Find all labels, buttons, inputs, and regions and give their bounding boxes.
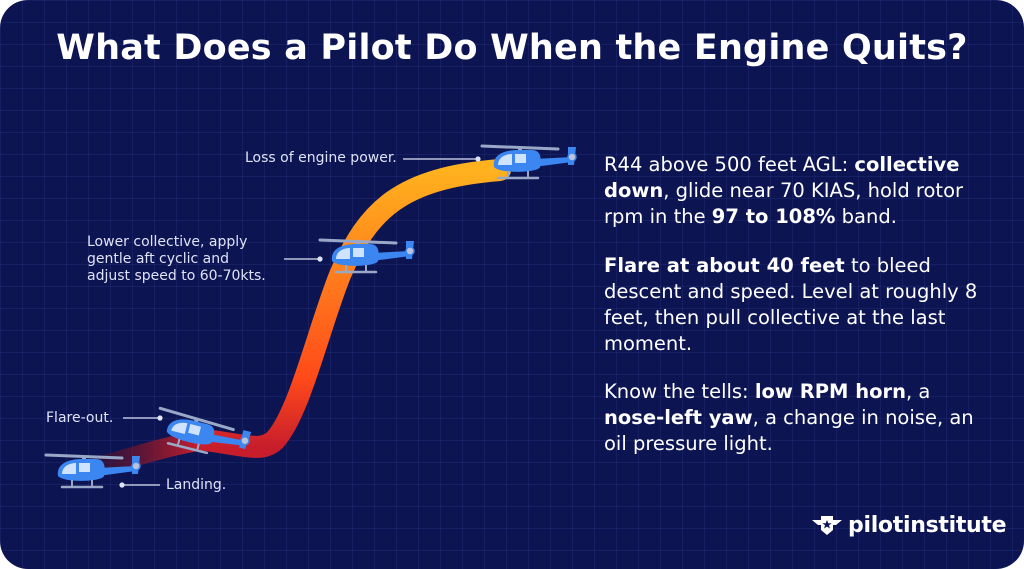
paragraph-flare: Flare at about 40 feet to bleed descent … (604, 253, 984, 357)
p1-text-a: R44 above 500 feet AGL: (604, 153, 855, 176)
pilot-institute-badge-icon (812, 516, 842, 535)
p2-text-b: to bleed descent and speed. Level at rou… (604, 254, 978, 355)
flight-path (194, 159, 511, 458)
p3-text-e: , a change in noise, an oil pressure lig… (604, 406, 974, 455)
label-landing: Landing. (166, 477, 227, 493)
p1-text-c: , glide near 70 KIAS, hold rotor rpm in … (604, 179, 964, 228)
label-lower-collective: Lower collective, apply gentle aft cycli… (87, 234, 266, 285)
flight-path-tail (85, 430, 215, 478)
logo-text: pilotinstitute (848, 512, 1007, 538)
p3-text-a: Know the tells: (604, 380, 755, 403)
p3-bold-horn: low RPM horn (754, 380, 907, 403)
pilot-institute-logo: pilotinstitute (812, 510, 1007, 540)
p1-text-e: band. (835, 205, 897, 228)
p3-bold-yaw: nose-left yaw (604, 406, 753, 429)
p1-bold-collective: collective down (604, 153, 960, 202)
paragraph-tells: Know the tells: low RPM horn, a nose-lef… (604, 379, 984, 457)
p1-bold-rpm-band: 97 to 108% (711, 205, 836, 228)
label-lower-line-2: gentle aft cyclic and (87, 251, 229, 267)
paragraph-glide: R44 above 500 feet AGL: collective down,… (604, 152, 984, 230)
callout-lines (119, 156, 481, 488)
label-loss-of-power: Loss of engine power. (245, 150, 397, 166)
label-lower-line-1: Lower collective, apply (87, 234, 248, 250)
label-lower-line-3: adjust speed to 60-70kts. (87, 268, 266, 284)
p3-text-c: , a (906, 380, 931, 403)
label-flare-out: Flare-out. (46, 410, 114, 426)
page-title: What Does a Pilot Do When the Engine Qui… (56, 28, 968, 68)
p2-bold-flare: Flare at about 40 feet (604, 254, 845, 277)
